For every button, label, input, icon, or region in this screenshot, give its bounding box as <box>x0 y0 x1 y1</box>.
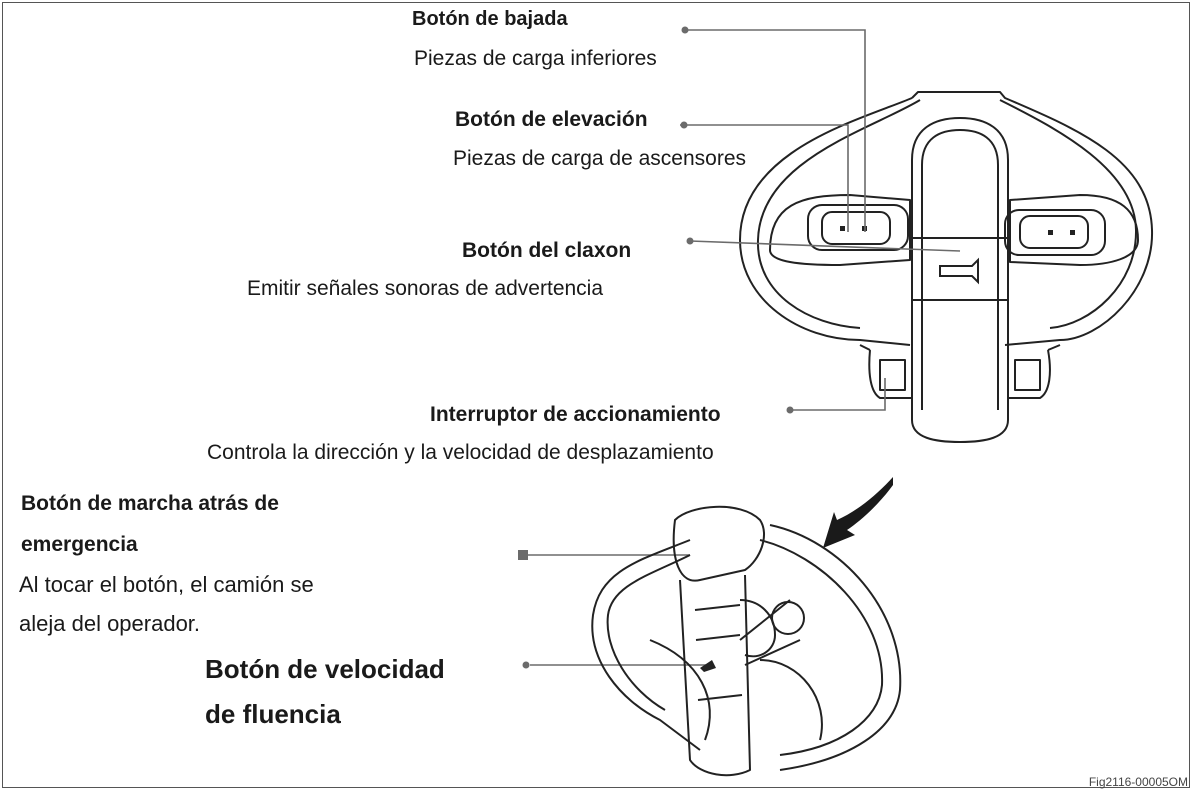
emergency-reverse-desc-line2: aleja del operador. <box>19 611 201 636</box>
horn-icon <box>939 257 979 285</box>
pod-buttons <box>840 226 1075 235</box>
lifting-button-desc: Piezas de carga de ascensores <box>453 147 747 170</box>
drive-switch-desc: Controla la dirección y la velocidad de … <box>207 441 714 464</box>
lowering-button-title: Botón de bajada <box>412 8 568 30</box>
figure-id: Fig2116-00005OM <box>1088 775 1188 789</box>
lowering-button-desc: Piezas de carga inferiores <box>414 47 657 70</box>
rotation-arrow-icon <box>823 477 893 548</box>
lifting-button-title: Botón de elevación <box>455 108 648 131</box>
leader-markers <box>518 26 794 669</box>
creep-speed-title-line2: de fluencia <box>205 699 341 729</box>
emergency-reverse-title-line2: emergencia <box>21 533 138 556</box>
emergency-reverse-desc-line1: Al tocar el botón, el camión se <box>19 572 314 597</box>
horn-button-title: Botón del claxon <box>462 239 632 262</box>
creep-speed-title-line1: Botón de velocidad <box>205 654 445 684</box>
tiller-top-view <box>739 91 1154 443</box>
emergency-reverse-title-line1: Botón de marcha atrás de <box>21 492 279 515</box>
drive-switch-title: Interruptor de accionamiento <box>430 403 721 426</box>
horn-button-desc: Emitir señales sonoras de advertencia <box>247 277 604 300</box>
leader-lines <box>525 29 961 666</box>
creep-speed-icon <box>700 660 716 672</box>
tiller-side-view <box>591 505 902 777</box>
